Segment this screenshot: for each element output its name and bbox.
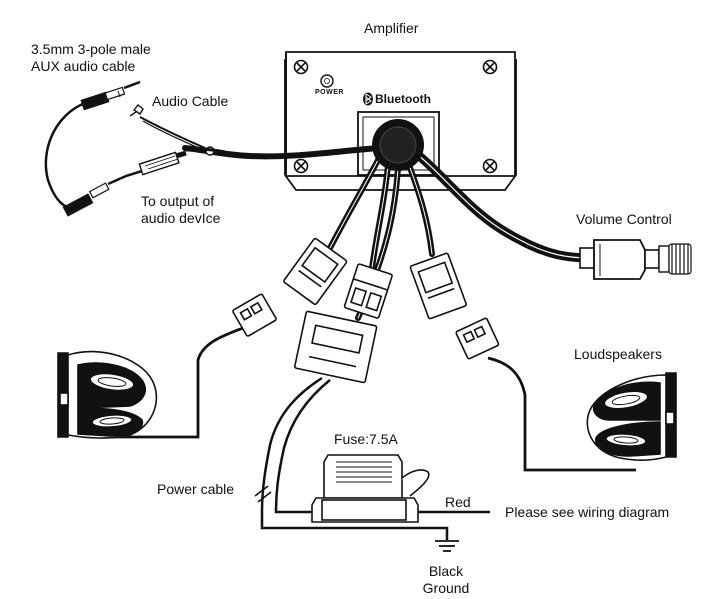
screw-icon	[482, 158, 498, 174]
left-speaker-wire	[95, 326, 244, 439]
fuse-holder	[311, 454, 430, 523]
fuse-label: Fuse:7.5A	[334, 431, 398, 447]
screw-icon	[482, 59, 498, 75]
screw-icon	[293, 158, 309, 174]
power-cable-wire	[260, 376, 449, 540]
power-cable-label: Power cable	[157, 481, 235, 497]
audio-cable-rca	[125, 104, 226, 178]
wiring-note-label: Please see wiring diagram	[505, 504, 670, 520]
output-label-line2: audio devIce	[141, 210, 221, 226]
left-loudspeaker	[57, 350, 158, 439]
aux-cable-label-line1: 3.5mm 3-pole male	[31, 41, 151, 57]
power-led-label: POWER	[315, 89, 344, 96]
cable-break-marks	[254, 485, 272, 503]
bluetooth-label: Bluetooth	[375, 92, 431, 106]
ground-label: Ground	[422, 580, 470, 596]
right-loudspeaker	[586, 372, 677, 462]
black-wire-label: Black	[428, 563, 464, 579]
amplifier-label: Amplifier	[364, 20, 419, 36]
screw-icon	[293, 59, 309, 75]
red-wire-label: Red	[445, 494, 471, 510]
aux-cable	[44, 80, 141, 217]
output-label-line1: To output of	[141, 193, 215, 209]
aux-cable-label-line2: AUX audio cable	[31, 58, 136, 74]
right-speaker-wire	[487, 356, 636, 472]
volume-control-label: Volume Control	[576, 211, 672, 227]
bluetooth-icon	[363, 92, 373, 106]
connectors	[232, 237, 500, 384]
audio-cable-label: Audio Cable	[152, 93, 229, 109]
volume-control	[579, 239, 692, 280]
ground-symbol-icon	[435, 540, 459, 552]
loudspeakers-label: Loudspeakers	[574, 346, 662, 362]
